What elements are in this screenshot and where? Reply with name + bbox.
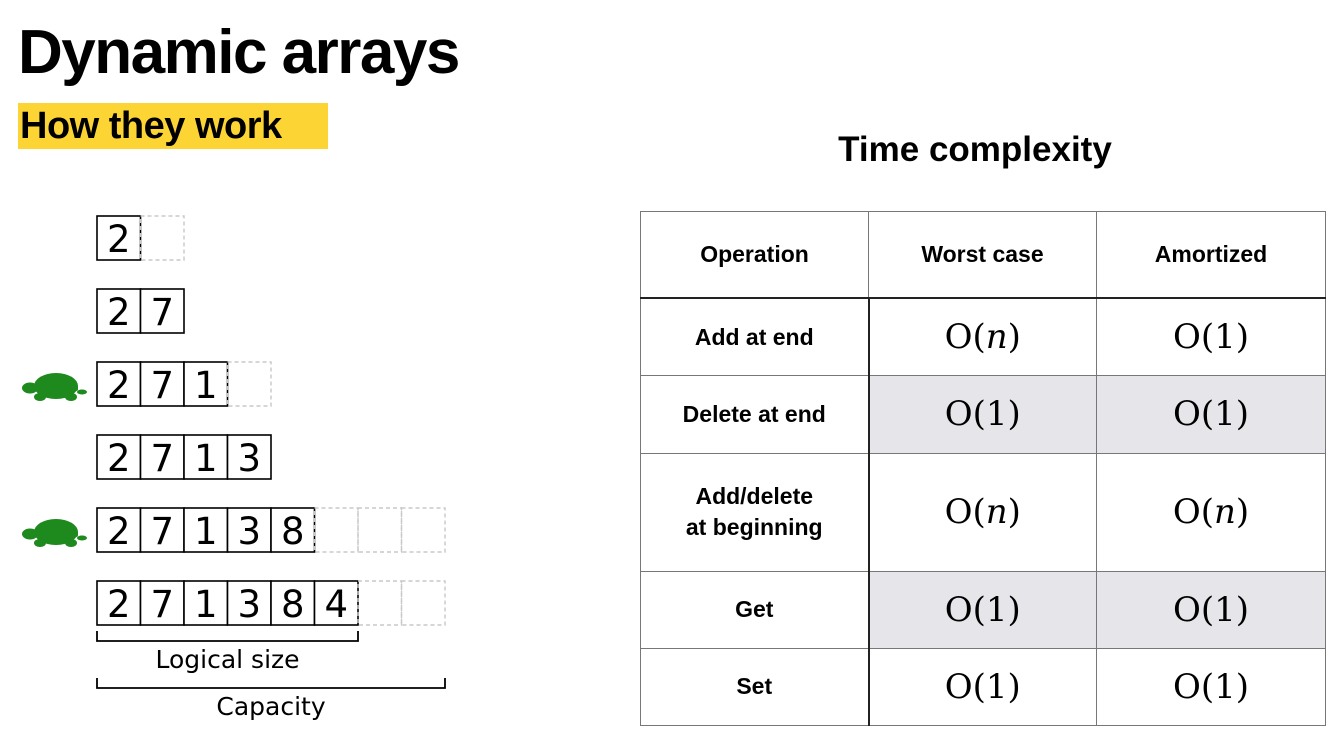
array-cell-value: 7 bbox=[150, 583, 174, 626]
array-empty-slot bbox=[400, 580, 446, 626]
array-cell bbox=[96, 507, 142, 553]
array-cell bbox=[183, 507, 229, 553]
array-cell-value: 2 bbox=[107, 218, 131, 261]
array-cell bbox=[96, 580, 142, 626]
array-cell bbox=[226, 434, 272, 480]
array-cell bbox=[139, 507, 185, 553]
array-cell bbox=[270, 507, 316, 553]
array-cell bbox=[96, 215, 142, 261]
page-title: Dynamic arrays bbox=[18, 18, 460, 87]
worst-case-cell: O(1) bbox=[868, 375, 1097, 454]
array-cell-value: 8 bbox=[281, 510, 305, 553]
array-cell-value: 3 bbox=[237, 510, 261, 553]
operation-cell: Set bbox=[640, 647, 870, 727]
amortized-cell: O(1) bbox=[1096, 570, 1326, 649]
header-amortized: Amortized bbox=[1096, 211, 1326, 299]
worst-case-cell: O(n) bbox=[868, 452, 1097, 572]
amortized-cell: O(1) bbox=[1096, 375, 1326, 454]
turtle-icon bbox=[22, 519, 87, 547]
header-worst-case: Worst case bbox=[868, 211, 1097, 299]
operation-cell: Get bbox=[640, 570, 870, 649]
array-cell bbox=[96, 288, 142, 334]
array-cell bbox=[139, 361, 185, 407]
array-cell-value: 7 bbox=[150, 510, 174, 553]
array-cell-value: 2 bbox=[107, 291, 131, 334]
array-cell-value: 7 bbox=[150, 364, 174, 407]
array-cell-value: 7 bbox=[150, 291, 174, 334]
time-complexity-table: Operation Worst case Amortized Add at en… bbox=[640, 211, 1326, 727]
array-empty-slot bbox=[400, 507, 446, 553]
array-empty-slot bbox=[357, 507, 403, 553]
array-cell-value: 3 bbox=[237, 583, 261, 626]
array-cell bbox=[183, 361, 229, 407]
array-cell bbox=[313, 580, 359, 626]
array-cell bbox=[270, 580, 316, 626]
capacity-label: Capacity bbox=[216, 692, 325, 721]
capacity-bracket bbox=[96, 678, 446, 689]
header-operation: Operation bbox=[640, 211, 869, 299]
subtitle-highlight: How they work bbox=[18, 103, 328, 149]
array-cell-value: 2 bbox=[107, 583, 131, 626]
array-cell bbox=[139, 580, 185, 626]
array-cell-value: 4 bbox=[324, 583, 348, 626]
array-cell-value: 3 bbox=[237, 437, 261, 480]
amortized-cell: O(1) bbox=[1096, 647, 1326, 727]
array-cell bbox=[96, 434, 142, 480]
array-empty-slot bbox=[226, 361, 272, 407]
operation-cell: Add at end bbox=[640, 297, 870, 377]
array-cell-value: 2 bbox=[107, 437, 131, 480]
array-cell bbox=[183, 580, 229, 626]
array-cell bbox=[183, 434, 229, 480]
array-cell bbox=[226, 507, 272, 553]
amortized-cell: O(1) bbox=[1096, 297, 1326, 377]
worst-case-cell: O(1) bbox=[868, 570, 1097, 649]
array-cell bbox=[226, 580, 272, 626]
array-cell-value: 1 bbox=[194, 510, 218, 553]
operation-cell: Delete at end bbox=[640, 375, 870, 454]
time-complexity-title: Time complexity bbox=[838, 130, 1112, 169]
worst-case-cell: O(n) bbox=[868, 297, 1097, 377]
array-cell-value: 2 bbox=[107, 510, 131, 553]
array-cell-value: 2 bbox=[107, 364, 131, 407]
amortized-cell: O(n) bbox=[1096, 452, 1326, 572]
array-empty-slot bbox=[139, 215, 185, 261]
array-cell bbox=[139, 434, 185, 480]
logical-size-bracket bbox=[96, 631, 359, 642]
worst-case-cell: O(1) bbox=[868, 647, 1097, 727]
array-cell-value: 7 bbox=[150, 437, 174, 480]
array-cell-value: 1 bbox=[194, 583, 218, 626]
array-cell-value: 1 bbox=[194, 437, 218, 480]
array-empty-slot bbox=[313, 507, 359, 553]
turtle-icon bbox=[22, 373, 87, 401]
array-cell-value: 1 bbox=[194, 364, 218, 407]
array-empty-slot bbox=[357, 580, 403, 626]
array-cell-value: 8 bbox=[281, 583, 305, 626]
table-header-row: Operation Worst case Amortized bbox=[640, 211, 1326, 299]
logical-size-label: Logical size bbox=[155, 645, 299, 674]
array-cell bbox=[139, 288, 185, 334]
